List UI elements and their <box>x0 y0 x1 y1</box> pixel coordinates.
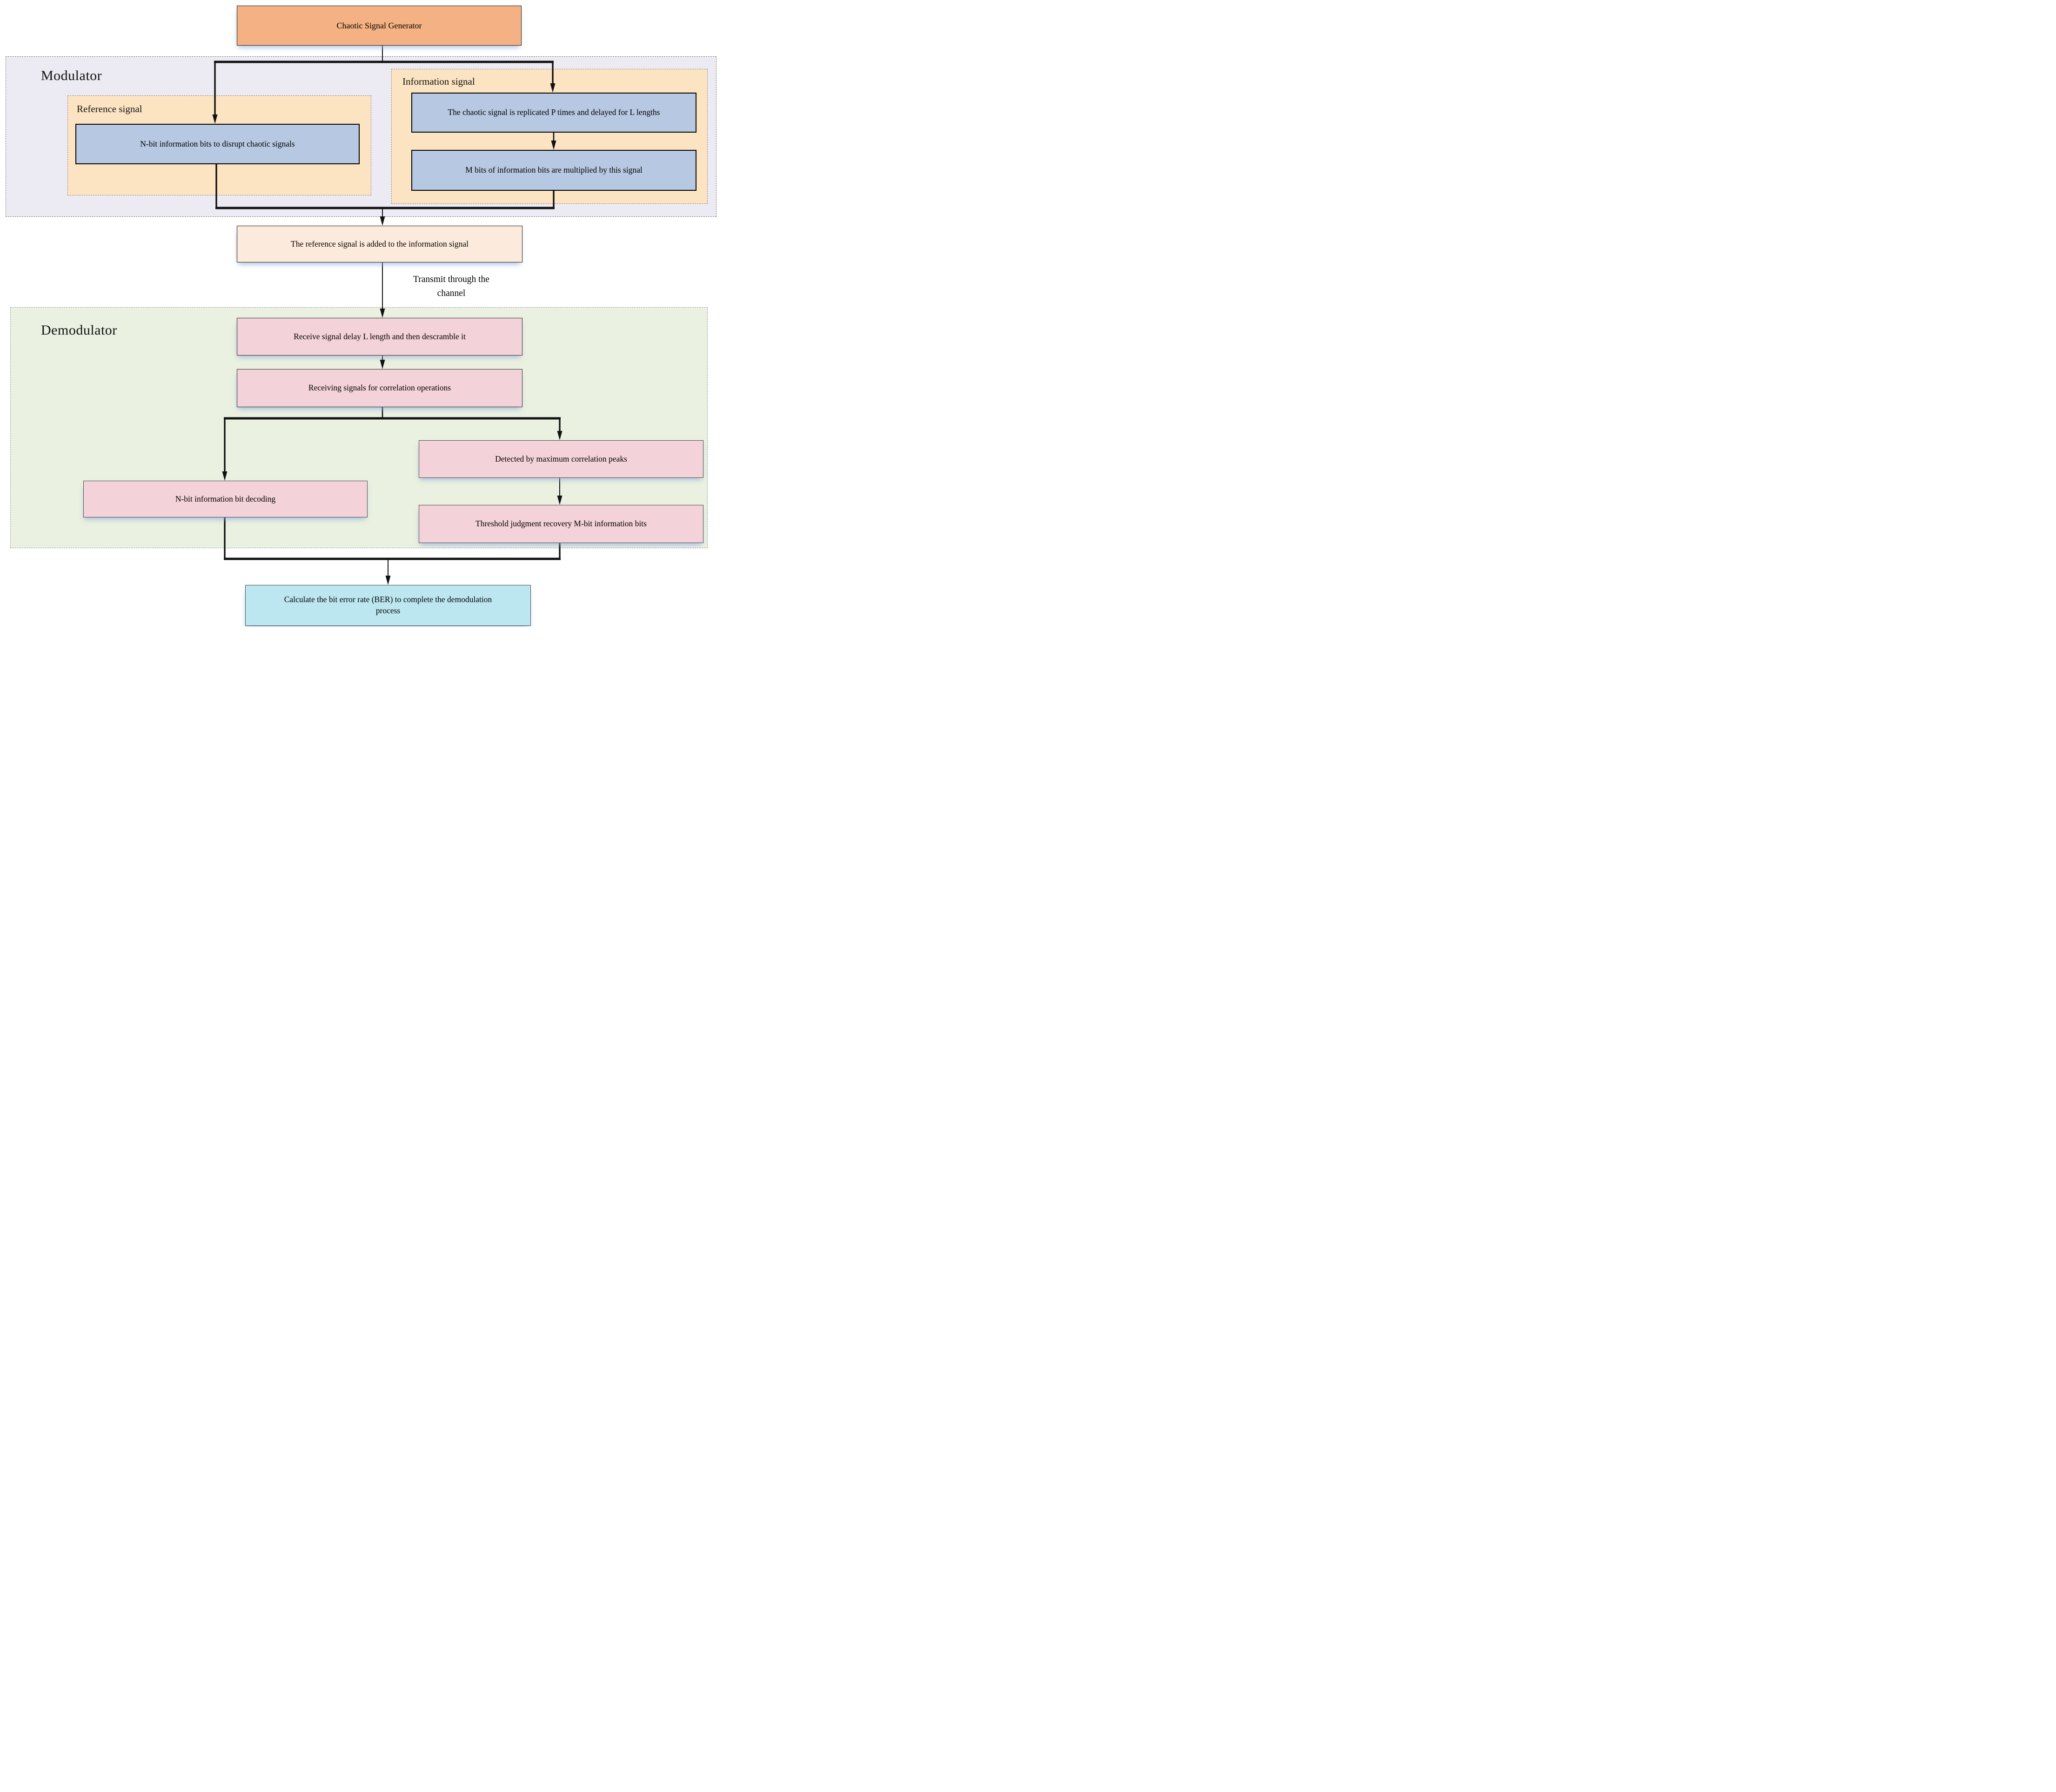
threshold-judgment-box: Threshold judgment recovery M-bit inform… <box>419 505 703 543</box>
replicate-delay-box: The chaotic signal is replicated P times… <box>411 93 696 133</box>
transmit-channel-line2: channel <box>437 289 466 299</box>
signal-adder-box: The reference signal is added to the inf… <box>237 226 522 262</box>
receive-descramble-box: Receive signal delay L length and then d… <box>237 318 522 356</box>
transmit-channel-label: Transmit through the channel <box>393 273 509 301</box>
ber-calculation-box: Calculate the bit error rate (BER) to co… <box>245 585 531 626</box>
correlation-operations-box: Receiving signals for correlation operat… <box>237 369 522 407</box>
reference-signal-title: Reference signal <box>77 103 142 114</box>
chaotic-communication-flowchart: Modulator Reference signal Information s… <box>0 0 719 627</box>
modulator-title: Modulator <box>41 68 102 83</box>
demodulator-title: Demodulator <box>41 322 117 338</box>
information-signal-title: Information signal <box>402 76 475 87</box>
multiply-bits-box: M bits of information bits are multiplie… <box>411 150 696 191</box>
nbit-decoding-box: N-bit information bit decoding <box>83 481 368 517</box>
transmit-channel-line1: Transmit through the <box>413 275 489 284</box>
reference-disrupt-box: N-bit information bits to disrupt chaoti… <box>75 124 360 164</box>
max-correlation-peaks-box: Detected by maximum correlation peaks <box>419 440 703 478</box>
chaotic-signal-generator-box: Chaotic Signal Generator <box>237 6 522 46</box>
